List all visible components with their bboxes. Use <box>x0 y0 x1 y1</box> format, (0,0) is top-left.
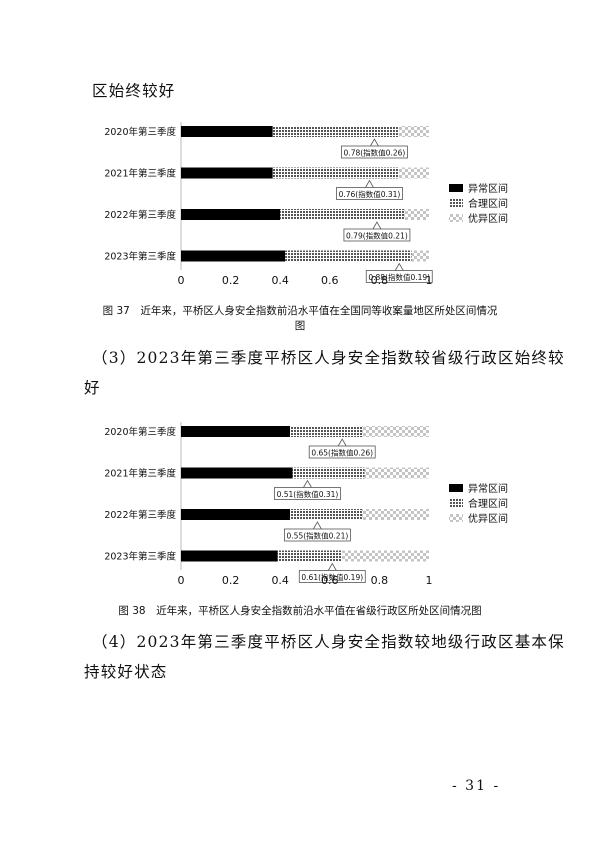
annotation-label: 0.76(指数值0.31) <box>339 189 401 199</box>
legend-swatch-2 <box>449 214 463 222</box>
legend-label-1: 合理区间 <box>468 197 508 210</box>
bar-segment-2 <box>362 509 429 520</box>
bar-segment-1 <box>285 250 412 262</box>
bar-segment-2 <box>411 250 429 262</box>
x-tick-label: 0 <box>178 574 185 587</box>
bar-segment-0 <box>181 426 291 437</box>
x-tick-label: 0.8 <box>371 574 389 587</box>
x-tick-label: 0.4 <box>271 274 289 287</box>
annotation-pointer <box>327 562 337 571</box>
heading-4: （4）2023年第三季度平桥区人身安全指数较地级行政区基本保 持较好状态 <box>84 627 565 687</box>
x-tick-label: 0.2 <box>222 574 240 587</box>
legend-swatch-1 <box>449 199 463 207</box>
annotation-label: 0.88(指数值0.19) <box>368 272 430 282</box>
x-tick-label: 1 <box>426 574 433 587</box>
figure-37-caption: 图 37 近年来，平桥区人身安全指数前沿水平值在全国同等收案量地区所处区间情况 … <box>80 304 520 334</box>
bar-segment-0 <box>181 126 273 137</box>
annotation-pointer <box>394 262 404 271</box>
legend-swatch-2 <box>449 514 463 522</box>
bar-segment-2 <box>364 467 429 479</box>
x-tick-label: 0.8 <box>371 274 389 287</box>
bar-segment-0 <box>181 509 291 520</box>
annotation-box <box>341 145 408 159</box>
heading-3-line1: （3）2023年第三季度平桥区人身安全指数较省级行政区始终较 <box>92 349 565 367</box>
annotation-label: 0.79(指数值0.21) <box>346 231 408 241</box>
legend-swatch-1 <box>449 499 463 507</box>
category-label: 2022年第三季度 <box>104 209 176 221</box>
annotation-label: 0.61(指数值0.19) <box>301 572 363 582</box>
annotation-pointer <box>337 438 347 447</box>
bar-segment-2 <box>362 426 429 437</box>
intro-paragraph: 区始终较好 <box>92 82 176 100</box>
chart-38: 2020年第三季度 0.65(指数值0.26) 2021年第三季度 0.51(指数值0… <box>104 422 508 587</box>
annotation-box <box>365 270 433 283</box>
x-tick-label: 0.4 <box>271 574 289 587</box>
category-label: 2021年第三季度 <box>104 168 176 180</box>
figure-37-caption-line2: 图 <box>294 320 306 332</box>
bar-segment-1 <box>277 550 343 562</box>
x-tick-label: 1 <box>426 274 433 287</box>
figure-37-caption-line1: 图 37 近年来，平桥区人身安全指数前沿水平值在全国同等收案量地区所处区间情况 <box>102 305 498 317</box>
x-tick-label: 0.6 <box>321 274 339 287</box>
x-tick-label: 0 <box>178 274 185 287</box>
x-tick-label: 0.2 <box>222 274 240 287</box>
legend-label-1: 合理区间 <box>468 497 508 510</box>
annotation-label: 0.55(指数值0.21) <box>287 531 349 541</box>
category-label: 2023年第三季度 <box>104 251 176 263</box>
x-tick-label: 0.6 <box>321 574 339 587</box>
annotation-label: 0.51(指数值0.31) <box>277 489 339 499</box>
annotation-box <box>343 228 411 242</box>
category-label: 2020年第三季度 <box>104 126 176 138</box>
annotation-pointer <box>303 479 312 488</box>
annotation-box <box>274 487 341 500</box>
bar-segment-1 <box>292 467 365 479</box>
category-label: 2023年第三季度 <box>104 551 176 563</box>
bar-segment-2 <box>404 209 429 220</box>
bar-segment-1 <box>290 426 363 437</box>
bar-segment-0 <box>181 250 286 262</box>
page-number: - 31 - <box>452 778 501 794</box>
annotation-box <box>308 445 376 459</box>
bar-segment-0 <box>181 550 278 562</box>
bar-segment-1 <box>290 509 363 520</box>
legend-swatch-0 <box>449 184 463 192</box>
bar-segment-2 <box>342 550 429 562</box>
bar-segment-1 <box>272 126 400 137</box>
chart-37: 2020年第三季度 0.78(指数值0.26) 2021年第三季度 0.76(指数值0… <box>104 122 508 287</box>
legend-label-2: 优异区间 <box>468 212 508 225</box>
heading-3: （3）2023年第三季度平桥区人身安全指数较省级行政区始终较 好 <box>84 343 565 403</box>
heading-4-line2: 持较好状态 <box>84 663 168 681</box>
figure-38-caption: 图 38 近年来，平桥区人身安全指数前沿水平值在省级行政区所处区间情况图 <box>80 604 520 619</box>
legend-label-0: 异常区间 <box>468 482 508 495</box>
annotation-label: 0.65(指数值0.26) <box>311 448 373 458</box>
legend-swatch-0 <box>449 484 463 492</box>
annotation-box <box>298 570 366 583</box>
annotation-box <box>283 528 351 542</box>
bar-segment-2 <box>399 167 429 179</box>
annotation-pointer <box>370 138 379 147</box>
bar-segment-2 <box>399 126 429 137</box>
annotation-pointer <box>313 521 322 530</box>
annotation-box <box>336 187 403 200</box>
bar-segment-1 <box>272 167 400 179</box>
category-label: 2020年第三季度 <box>104 426 176 438</box>
legend-label-0: 异常区间 <box>468 182 508 195</box>
category-label: 2021年第三季度 <box>104 468 176 480</box>
legend-label-2: 优异区间 <box>468 512 508 525</box>
bar-segment-1 <box>280 209 405 220</box>
bar-segment-0 <box>181 467 293 479</box>
category-label: 2022年第三季度 <box>104 509 176 521</box>
bar-segment-0 <box>181 209 281 220</box>
figure-38-caption-line1: 图 38 近年来，平桥区人身安全指数前沿水平值在省级行政区所处区间情况图 <box>118 605 482 617</box>
annotation-pointer <box>365 179 374 188</box>
annotation-label: 0.78(指数值0.26) <box>344 148 406 158</box>
annotation-pointer <box>372 221 382 230</box>
heading-4-line1: （4）2023年第三季度平桥区人身安全指数较地级行政区基本保 <box>92 633 565 651</box>
bar-segment-0 <box>181 167 273 179</box>
heading-3-line2: 好 <box>84 379 101 397</box>
